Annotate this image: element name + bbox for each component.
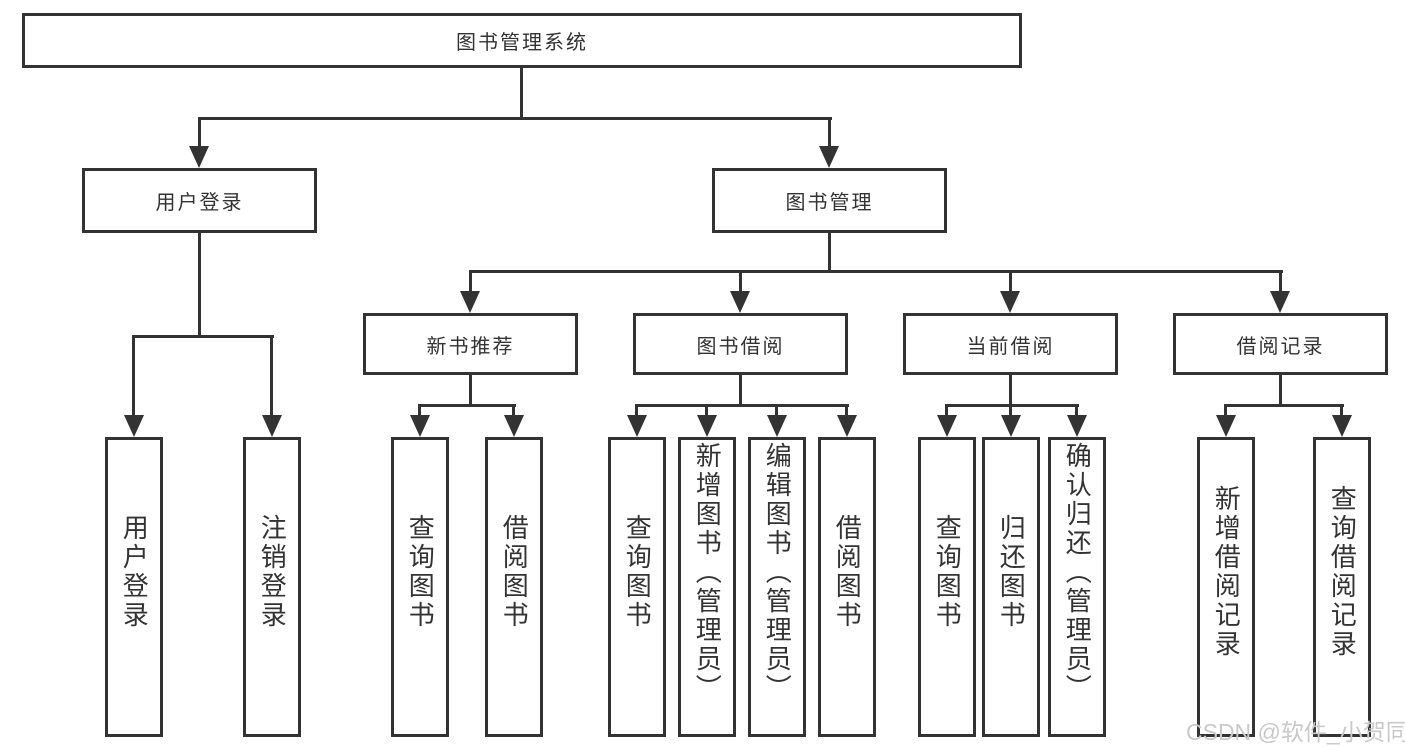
connector-bb-leaf-1	[635, 404, 638, 422]
connector-cb-leaf-2	[1009, 404, 1012, 422]
node-user-login: 用户登录	[82, 168, 317, 233]
connector-root-to-book-mgmt	[828, 117, 831, 151]
connector-bb-leaf-4	[845, 404, 848, 422]
connector-book-mgmt-branch	[469, 270, 1283, 273]
connector-br-leaf-2	[1340, 404, 1343, 422]
connector-to-book-borrow	[739, 270, 742, 296]
connector-to-current-borrow	[1009, 270, 1012, 296]
leaf-cb-query-books: 查询图书	[918, 437, 976, 737]
connector-to-borrow-records	[1279, 270, 1282, 296]
connector-bb-leaf-2	[705, 404, 708, 422]
connector-to-new-books	[469, 270, 472, 296]
arrowhead-bb-leaf-2	[697, 415, 717, 437]
leaf-nb-query-books: 查询图书	[391, 437, 449, 737]
leaf-br-add-record: 新增借阅记录	[1197, 437, 1255, 737]
connector-new-books-stem	[469, 375, 472, 407]
arrowhead-nb-leaf-2	[504, 415, 524, 437]
arrowhead-leaf-logout	[262, 415, 282, 437]
connector-new-books-branch	[418, 404, 516, 407]
node-book-borrow: 图书借阅	[633, 313, 848, 375]
node-book-mgmt: 图书管理	[712, 168, 947, 233]
arrowhead-bb-leaf-1	[627, 415, 647, 437]
connector-current-borrow-branch	[945, 404, 1079, 407]
arrowhead-br-leaf-1	[1216, 415, 1236, 437]
leaf-user-login: 用户登录	[105, 437, 163, 737]
connector-to-leaf-login	[132, 335, 135, 421]
connector-user-login-stem	[198, 233, 201, 338]
connector-current-borrow-stem	[1009, 375, 1012, 407]
arrowhead-new-books	[460, 291, 480, 313]
leaf-bb-query-books: 查询图书	[608, 437, 666, 737]
connector-book-mgmt-stem	[828, 233, 831, 273]
node-borrow-records: 借阅记录	[1173, 313, 1388, 375]
leaf-cb-confirm-return-admin: 确认归还（管理员）	[1048, 437, 1106, 737]
arrowhead-br-leaf-2	[1332, 415, 1352, 437]
connector-cb-leaf-3	[1075, 404, 1078, 422]
arrowhead-book-mgmt	[819, 146, 839, 168]
connector-borrow-records-stem	[1279, 375, 1282, 407]
leaf-nb-borrow-books: 借阅图书	[485, 437, 543, 737]
leaf-cb-return-books: 归还图书	[982, 437, 1040, 737]
connector-br-leaf-1	[1224, 404, 1227, 422]
node-current-borrow: 当前借阅	[903, 313, 1118, 375]
arrowhead-cb-leaf-2	[1001, 415, 1021, 437]
node-new-books: 新书推荐	[363, 313, 578, 375]
arrowhead-cb-leaf-1	[937, 415, 957, 437]
arrowhead-borrow-records	[1270, 291, 1290, 313]
leaf-bb-borrow-books: 借阅图书	[818, 437, 876, 737]
connector-root-to-user-login	[198, 117, 201, 151]
arrowhead-current-borrow	[1000, 291, 1020, 313]
arrowhead-cb-leaf-3	[1067, 415, 1087, 437]
connector-borrow-records-branch	[1224, 404, 1344, 407]
arrowhead-bb-leaf-4	[837, 415, 857, 437]
arrowhead-user-login	[189, 146, 209, 168]
connector-nb-leaf-1	[418, 404, 421, 422]
leaf-br-query-record: 查询借阅记录	[1313, 437, 1371, 737]
arrowhead-bb-leaf-3	[767, 415, 787, 437]
connector-nb-leaf-2	[512, 404, 515, 422]
connector-book-borrow-branch	[635, 404, 849, 407]
arrowhead-leaf-login	[124, 415, 144, 437]
connector-to-leaf-logout	[270, 335, 273, 421]
node-root: 图书管理系统	[22, 13, 1022, 68]
leaf-bb-edit-books-admin: 编辑图书（管理员）	[748, 437, 806, 737]
watermark: CSDN @软件_小贺同学	[1186, 719, 1405, 745]
arrowhead-nb-leaf-1	[410, 415, 430, 437]
arrowhead-book-borrow	[730, 291, 750, 313]
connector-book-borrow-stem	[739, 375, 742, 407]
connector-user-login-branch	[132, 335, 274, 338]
connector-root-stem	[520, 68, 523, 120]
connector-root-branch	[198, 117, 832, 120]
connector-cb-leaf-1	[945, 404, 948, 422]
leaf-bb-add-books-admin: 新增图书（管理员）	[678, 437, 736, 737]
leaf-logout: 注销登录	[243, 437, 301, 737]
connector-bb-leaf-3	[775, 404, 778, 422]
